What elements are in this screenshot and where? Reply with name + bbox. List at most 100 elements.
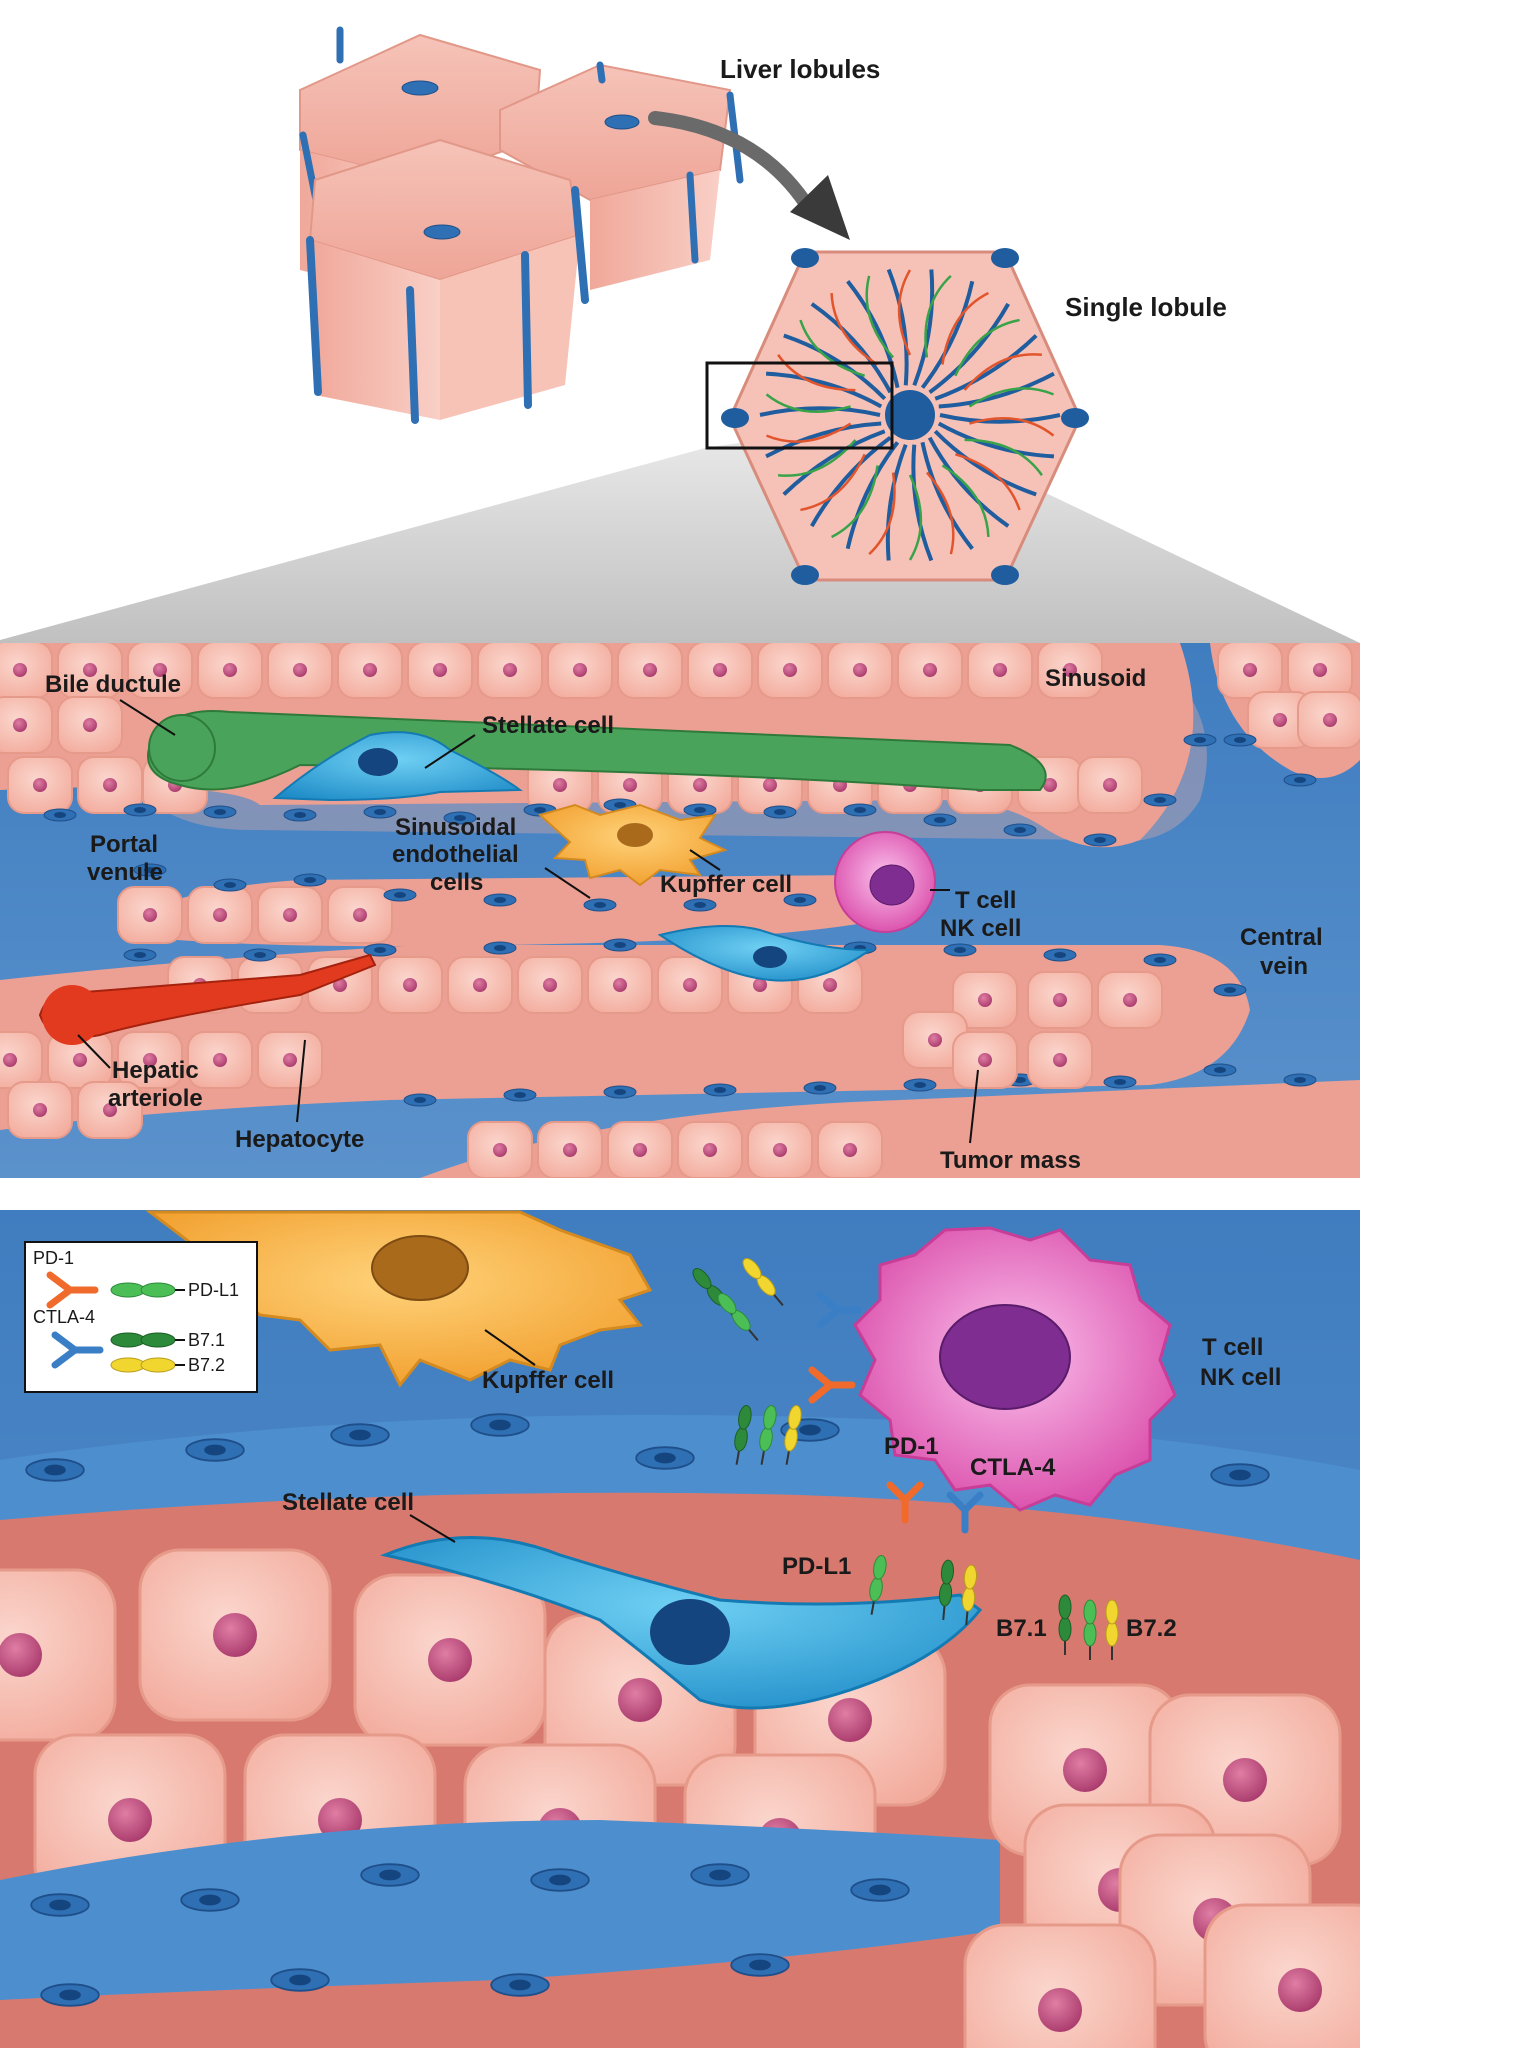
receptors xyxy=(808,1291,984,1534)
label-nk-cell-bottom: NK cell xyxy=(1200,1364,1281,1391)
hepatocyte-cell xyxy=(607,1121,673,1178)
lobule-spoke xyxy=(782,429,886,496)
endothelial-cell xyxy=(583,898,617,912)
lobule-spoke xyxy=(939,413,1061,424)
hepatocyte-cell xyxy=(257,886,323,944)
lobule-vessel xyxy=(968,387,1054,408)
lobule-front xyxy=(306,138,589,424)
hepatocyte-cell xyxy=(0,1031,43,1089)
lobule-spoke xyxy=(927,436,1010,528)
hepatocyte-cell xyxy=(757,643,823,699)
label-b71-bottom: B7.1 xyxy=(996,1615,1047,1642)
lobule-spoke xyxy=(765,421,882,459)
endothelial-cell xyxy=(1213,983,1247,997)
lobule-vessel xyxy=(924,274,952,358)
hepatocyte-big-cell xyxy=(0,1568,117,1742)
bottom-labels: Kupffer cell T cell NK cell Stellate cel… xyxy=(282,1329,1281,1642)
label-ctla4-bottom: CTLA-4 xyxy=(970,1454,1056,1481)
lobule-vessel xyxy=(766,422,852,443)
lobule-vessel xyxy=(925,471,955,555)
endothelial-cell xyxy=(1183,733,1217,747)
endothelial-cell xyxy=(1283,773,1317,787)
lobule-vessel xyxy=(800,453,866,512)
label-sinusoidal-1: Sinusoidal xyxy=(395,814,516,841)
label-t-cell-mid: T cell xyxy=(955,887,1016,914)
endothelial-cell xyxy=(803,1081,837,1095)
hepatocyte-cell xyxy=(617,643,683,699)
lobule-vessel xyxy=(954,453,1021,511)
legend-pdl1: PD-L1 xyxy=(188,1280,239,1300)
lobule-spoke xyxy=(765,371,883,409)
lobule-right xyxy=(499,61,744,290)
endothelial-cell-large xyxy=(25,1458,85,1482)
hepatocyte-cell xyxy=(7,1081,73,1139)
endothelial-cell-large xyxy=(730,1953,790,1977)
endothelial-cell xyxy=(1043,948,1077,962)
lobule-vessel xyxy=(865,275,895,359)
portal-triad xyxy=(1061,408,1089,428)
hepatocyte-cell xyxy=(1077,756,1143,814)
lobule-vessel xyxy=(830,292,879,366)
endothelial-cell xyxy=(123,803,157,817)
endothelial-cell xyxy=(213,878,247,892)
label-t-cell-bottom: T cell xyxy=(1202,1334,1263,1361)
label-liver-lobules: Liver lobules xyxy=(720,54,880,84)
label-stellate-cell-mid: Stellate cell xyxy=(482,712,614,739)
lobule-vessel xyxy=(777,354,856,392)
endothelial-cell-large xyxy=(30,1893,90,1917)
endothelial-cell xyxy=(293,873,327,887)
endothelial-cell xyxy=(1003,823,1037,837)
endothelial-cell xyxy=(903,1078,937,1092)
legend-ctla4: CTLA-4 xyxy=(33,1307,95,1327)
endothelial-cell xyxy=(703,1083,737,1097)
lobule-spoke xyxy=(783,333,887,401)
ligand-molecule xyxy=(1058,1594,1072,1655)
lobule-spoke xyxy=(933,429,1037,497)
hepatocyte-cell xyxy=(327,886,393,944)
endothelial-cell xyxy=(923,813,957,827)
endothelial-cell-large xyxy=(1210,1463,1270,1487)
endothelial-cell-large xyxy=(470,1413,530,1437)
middle-panel xyxy=(0,643,1360,1178)
label-hepatic-arteriole-1: Hepatic xyxy=(112,1057,199,1084)
hepatocyte-cell xyxy=(117,886,183,944)
portal-triad xyxy=(721,408,749,428)
ligand-molecule xyxy=(784,1405,802,1465)
endothelial-cell xyxy=(683,898,717,912)
endothelial-cell xyxy=(683,803,717,817)
portal-triad xyxy=(991,565,1019,585)
lobule-vessel xyxy=(897,269,912,356)
lobule-spoke xyxy=(885,443,908,561)
ligand-molecule xyxy=(759,1405,777,1465)
hepatocyte-cell xyxy=(657,956,723,1014)
lobule-spoke xyxy=(920,280,975,389)
lobule-spokes xyxy=(721,248,1089,585)
lobule-vessel xyxy=(969,417,1055,437)
ligands xyxy=(692,1258,1119,1660)
label-nk-cell-mid: NK cell xyxy=(940,915,1021,942)
hepatocyte-cell xyxy=(7,756,73,814)
legend-b72: B7.2 xyxy=(188,1355,225,1375)
ctla4-legend-icon xyxy=(51,1331,104,1369)
legend-pd1: PD-1 xyxy=(33,1248,74,1268)
ligand-molecule xyxy=(717,1293,759,1341)
hepatocyte-cell xyxy=(537,1121,603,1178)
endothelial-cell xyxy=(843,803,877,817)
hepatocyte-cell xyxy=(1217,643,1283,699)
lobule-vessel xyxy=(868,472,896,556)
endothelial-cell-large xyxy=(690,1863,750,1887)
endothelial-cell xyxy=(1143,953,1177,967)
endothelial-cell-large xyxy=(530,1868,590,1892)
ligand-molecule xyxy=(734,1405,752,1465)
lobule-spoke xyxy=(886,268,909,386)
label-single-lobule: Single lobule xyxy=(1065,292,1227,322)
endothelial-cell-large xyxy=(490,1973,550,1997)
endothelial-cell xyxy=(1103,1075,1137,1089)
hepatocyte-cell xyxy=(267,643,333,699)
portal-triad xyxy=(991,248,1019,268)
endothelial-cell-large xyxy=(850,1878,910,1902)
endothelial-cell xyxy=(503,1088,537,1102)
hepatocyte-big-cell xyxy=(353,1573,547,1747)
label-sinusoidal-2: endothelial xyxy=(392,841,519,868)
label-pdl1-bottom: PD-L1 xyxy=(782,1553,851,1580)
